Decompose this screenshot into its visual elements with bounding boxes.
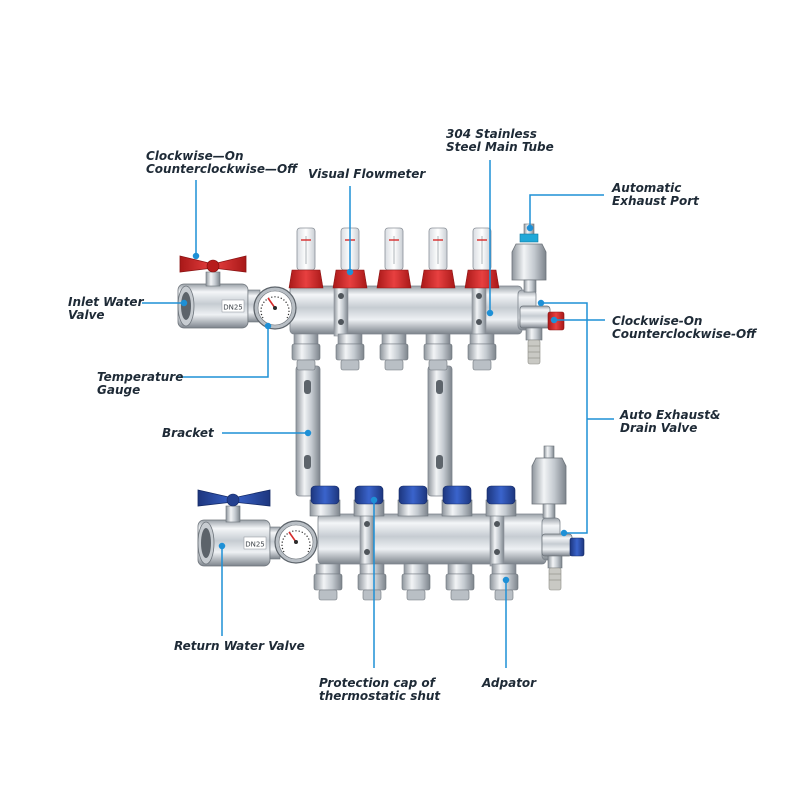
label-visual-flowmeter: Visual Flowmeter bbox=[308, 167, 426, 181]
callout-lines bbox=[142, 160, 614, 668]
blue-butterfly-handle-icon bbox=[197, 489, 271, 507]
return-water-valve: DN25 bbox=[197, 505, 271, 567]
thermostatic-cap-1-icon bbox=[309, 485, 341, 517]
label-auto-exhaust-drain-line1: Auto Exhaust& bbox=[620, 408, 721, 422]
label-top-red-valve: Clockwise—On Counterclockwise—Off bbox=[146, 150, 297, 176]
label-main-tube: 304 Stainless Steel Main Tube bbox=[446, 128, 554, 154]
flowmeter-5 bbox=[464, 227, 500, 289]
return-manifold bbox=[317, 511, 561, 567]
label-exhaust-port-line2: Exhaust Port bbox=[612, 194, 699, 208]
automatic-exhaust-port bbox=[511, 223, 547, 293]
return-valve-marking: DN25 bbox=[245, 541, 265, 549]
label-top-red-valve-line2: Counterclockwise—Off bbox=[146, 162, 298, 176]
thermostatic-cap-4-icon bbox=[441, 485, 473, 517]
callout-line-auto-exhaust bbox=[541, 302, 588, 534]
return-exhaust-port bbox=[531, 445, 567, 519]
label-auto-exhaust-drain-line2: Drain Valve bbox=[620, 421, 698, 435]
thermostatic-cap-2-icon bbox=[353, 485, 385, 517]
label-bracket: Bracket bbox=[162, 426, 214, 440]
label-main-tube-line1: 304 Stainless bbox=[446, 127, 537, 141]
label-inlet-valve-line1: Inlet Water bbox=[68, 295, 144, 309]
callout-line-temp-gauge bbox=[176, 328, 269, 378]
label-exhaust-port: Automatic Exhaust Port bbox=[612, 182, 699, 208]
label-temperature-gauge-line1: Temperature bbox=[97, 370, 184, 384]
label-inlet-valve-line2: Valve bbox=[68, 308, 105, 322]
label-main-tube-line2: Steel Main Tube bbox=[446, 140, 554, 154]
supply-manifold bbox=[289, 283, 537, 337]
supply-pressure-gauge-icon bbox=[253, 286, 297, 330]
label-protection-cap-line2: thermostatic shut bbox=[319, 689, 441, 703]
label-right-valve-line2: Counterclockwise-Off bbox=[612, 327, 757, 341]
label-protection-cap: Protection cap of thermostatic shut bbox=[319, 677, 440, 703]
label-protection-cap-line1: Protection cap of bbox=[319, 676, 435, 690]
label-right-valve: Clockwise-On Counterclockwise-Off bbox=[612, 315, 756, 341]
label-right-valve-line1: Clockwise-On bbox=[612, 314, 703, 328]
bracket-right bbox=[427, 365, 453, 497]
return-outlets bbox=[313, 563, 519, 601]
label-top-red-valve-line1: Clockwise—On bbox=[146, 149, 244, 163]
flowmeter-3 bbox=[376, 227, 412, 289]
label-adaptor: Adpator bbox=[482, 676, 537, 690]
flowmeter-4 bbox=[420, 227, 456, 289]
supply-drain-valve bbox=[519, 305, 565, 365]
thermostatic-cap-5-icon bbox=[485, 485, 517, 517]
label-temperature-gauge-line2: Gauge bbox=[97, 383, 141, 397]
label-auto-exhaust-drain: Auto Exhaust& Drain Valve bbox=[620, 409, 720, 435]
callout-line-exhaust-port bbox=[529, 194, 604, 226]
flowmeter-1 bbox=[288, 227, 324, 289]
red-butterfly-handle-icon bbox=[179, 255, 247, 273]
label-return-valve: Return Water Valve bbox=[174, 639, 305, 653]
thermostatic-cap-3-icon bbox=[397, 485, 429, 517]
label-temperature-gauge: Temperature Gauge bbox=[97, 371, 183, 397]
return-pressure-gauge-icon bbox=[274, 520, 318, 564]
inlet-valve-marking: DN25 bbox=[223, 304, 243, 312]
supply-outlets bbox=[291, 333, 497, 371]
inlet-water-valve: DN25 bbox=[177, 271, 249, 329]
return-drain-valve bbox=[541, 533, 585, 591]
label-inlet-valve: Inlet Water Valve bbox=[68, 296, 144, 322]
label-exhaust-port-line1: Automatic bbox=[612, 181, 682, 195]
